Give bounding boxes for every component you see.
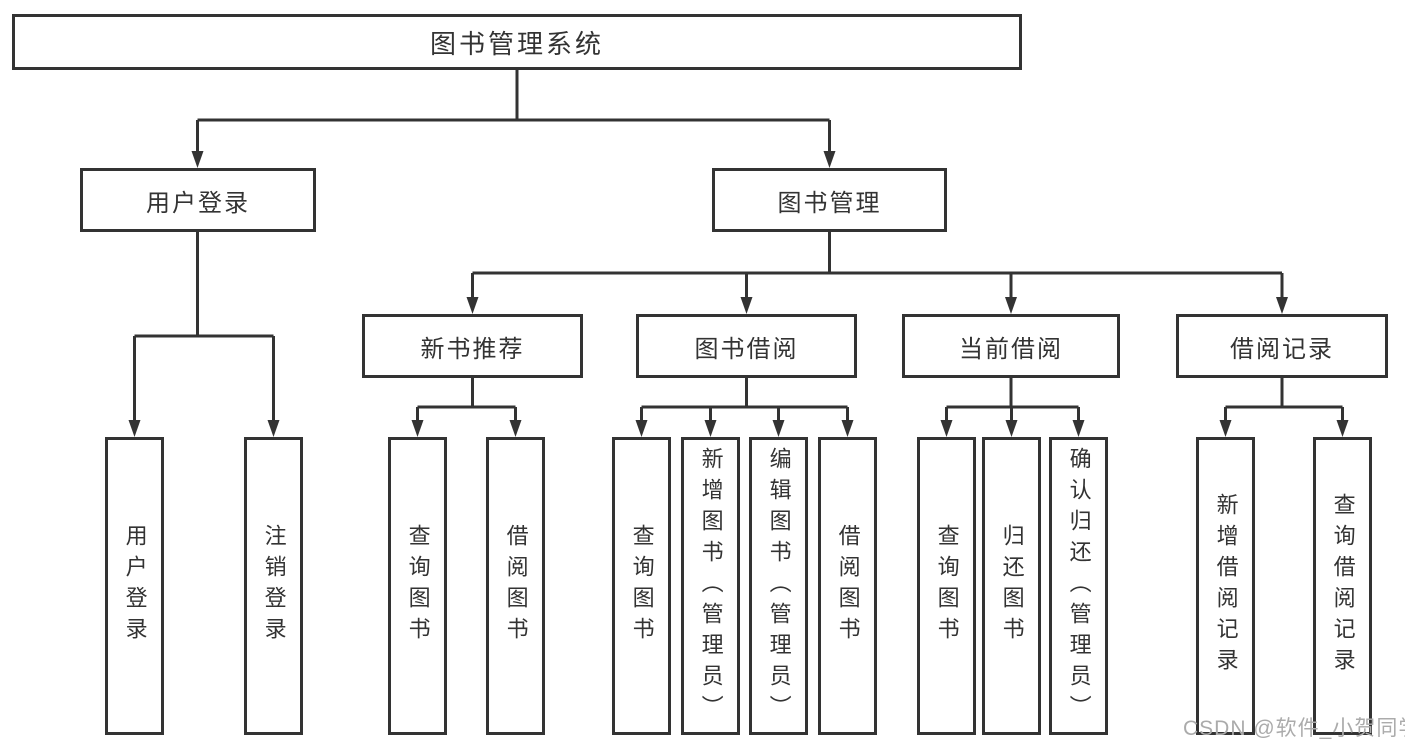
leaf-confirm-return-admin: 确认归还（管理员） xyxy=(1049,437,1108,735)
node-label: 查询图书 xyxy=(629,524,655,648)
node-label: 编辑图书（管理员） xyxy=(766,446,792,726)
node-label: 图书管理系统 xyxy=(429,28,604,59)
leaf-query-books-recommend: 查询图书 xyxy=(388,437,447,735)
node-book-management: 图书管理 xyxy=(712,168,947,232)
node-label: 图书借阅 xyxy=(694,335,799,363)
leaf-query-borrow-record: 查询借阅记录 xyxy=(1313,437,1372,735)
node-user-login: 用户登录 xyxy=(80,168,316,232)
node-label: 查询图书 xyxy=(934,524,960,648)
node-label: 确认归还（管理员） xyxy=(1066,446,1092,726)
node-current-borrowing: 当前借阅 xyxy=(902,314,1120,378)
node-label: 查询图书 xyxy=(405,524,431,648)
csdn-watermark: CSDN @软件_小贺同学 xyxy=(1183,717,1405,740)
node-label: 借阅记录 xyxy=(1230,335,1334,363)
leaf-add-borrow-record: 新增借阅记录 xyxy=(1196,437,1255,735)
node-label: 归还图书 xyxy=(999,524,1025,648)
leaf-edit-book-admin: 编辑图书（管理员） xyxy=(749,437,808,735)
node-new-book-recommend: 新书推荐 xyxy=(362,314,583,378)
node-book-borrowing: 图书借阅 xyxy=(636,314,857,378)
node-label: 用户登录 xyxy=(146,189,250,217)
node-label: 新增借阅记录 xyxy=(1213,493,1239,679)
leaf-user-login: 用户登录 xyxy=(105,437,164,735)
node-label: 注销登录 xyxy=(261,524,287,648)
node-label: 用户登录 xyxy=(122,524,148,648)
node-label: 借阅图书 xyxy=(835,524,861,648)
leaf-query-books-current: 查询图书 xyxy=(917,437,976,735)
node-label: 新增图书（管理员） xyxy=(698,446,724,726)
leaf-borrow-books-borrowing: 借阅图书 xyxy=(818,437,877,735)
leaf-logout: 注销登录 xyxy=(244,437,303,735)
leaf-add-book-admin: 新增图书（管理员） xyxy=(681,437,740,735)
node-borrow-records: 借阅记录 xyxy=(1176,314,1388,378)
node-label: 借阅图书 xyxy=(503,524,529,648)
leaf-query-books-borrowing: 查询图书 xyxy=(612,437,671,735)
leaf-return-books: 归还图书 xyxy=(982,437,1041,735)
leaf-borrow-books-recommend: 借阅图书 xyxy=(486,437,545,735)
node-label: 图书管理 xyxy=(777,189,882,217)
node-label: 当前借阅 xyxy=(959,335,1063,363)
node-label: 查询借阅记录 xyxy=(1330,493,1356,679)
arrowheads xyxy=(128,151,1349,437)
node-label: 新书推荐 xyxy=(420,335,525,363)
node-book-management-system: 图书管理系统 xyxy=(12,14,1022,70)
